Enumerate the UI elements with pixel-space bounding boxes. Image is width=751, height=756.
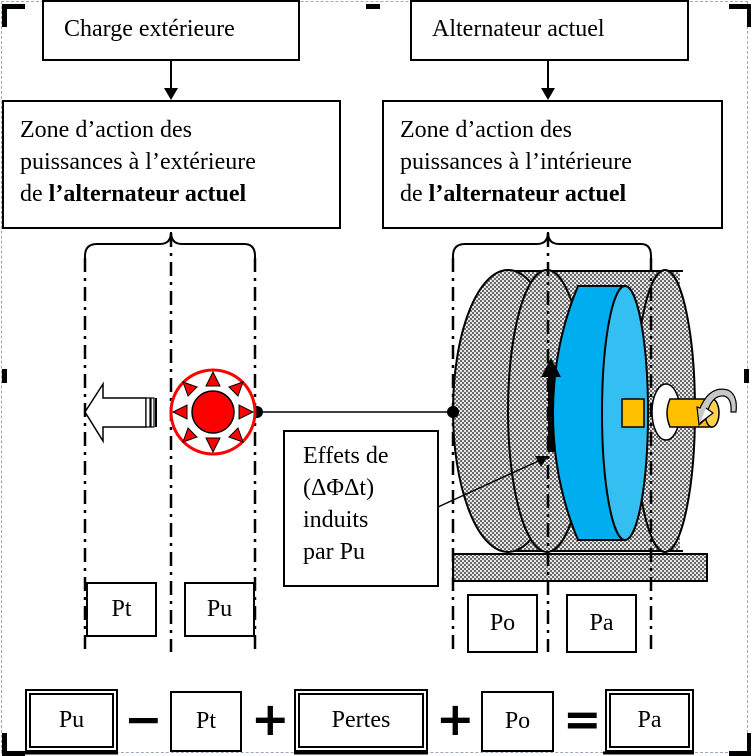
guide-lines-right <box>451 233 653 652</box>
equation-operator-plus-1: + <box>251 692 290 746</box>
corner-handle-bottom-left[interactable] <box>2 733 25 756</box>
alternator-icon <box>452 269 737 582</box>
equation-operator-equals: = <box>563 692 602 746</box>
lamp-sun-icon <box>169 368 257 456</box>
brace-right <box>452 231 652 265</box>
side-handle-left[interactable] <box>2 369 7 383</box>
equation-term-pertes: Pertes <box>294 689 428 752</box>
pt-label: Pt <box>111 596 132 622</box>
equation-term-po: Po <box>481 691 554 752</box>
zone-ext-line3-bold: l’alternateur actuel <box>48 181 247 207</box>
equation-term-pt-label: Pt <box>195 708 216 734</box>
pt-box: Pt <box>86 582 157 637</box>
effets-line3: induits <box>303 507 369 533</box>
effets-line4: par Pu <box>303 539 365 565</box>
equation-term-pt: Pt <box>170 691 242 752</box>
pa-label: Pa <box>589 610 614 636</box>
pa-box: Pa <box>566 594 637 653</box>
po-box: Po <box>467 594 538 653</box>
corner-handle-top-right[interactable] <box>729 4 751 27</box>
effets-pointer <box>437 457 546 508</box>
equation-term-pu-label: Pu <box>58 707 85 733</box>
arrow-alternateur-to-zone <box>541 59 555 100</box>
zone-ext-line1: Zone d’action des <box>20 117 192 143</box>
equation-operator-plus-2: + <box>436 692 475 746</box>
corner-handle-top-left[interactable] <box>2 4 25 27</box>
guide-lines-left <box>83 233 257 652</box>
alternateur-actuel-box: Alternateur actuel <box>410 0 689 61</box>
zone-interieure-box: Zone d’action des puissances à l’intérie… <box>382 100 723 229</box>
connection-node-right <box>447 406 459 418</box>
pu-label: Pu <box>206 596 233 622</box>
effets-box: Effets de (ΔΦΔt) induits par Pu <box>283 430 439 587</box>
equation-operator-minus: − <box>124 692 163 746</box>
brace-left <box>84 231 256 265</box>
charge-exterieure-label: Charge extérieure <box>64 16 235 42</box>
charge-exterieure-box: Charge extérieure <box>42 0 300 61</box>
po-label: Po <box>489 610 516 636</box>
zone-int-line3-prefix: de <box>400 181 429 207</box>
side-handle-right[interactable] <box>744 369 749 383</box>
equation-term-pu: Pu <box>25 689 118 752</box>
effets-line2: (ΔΦΔt) <box>303 475 375 501</box>
pu-box: Pu <box>184 582 255 637</box>
effets-line1: Effets de <box>303 443 389 469</box>
zone-ext-line3-prefix: de <box>20 181 49 207</box>
equation-term-pa-label: Pa <box>637 707 662 733</box>
corner-handle-bottom-right[interactable] <box>729 733 751 756</box>
side-handle-top[interactable] <box>366 4 380 9</box>
zone-int-line1: Zone d’action des <box>400 117 572 143</box>
equation-term-po-label: Po <box>504 708 531 734</box>
equation-term-pertes-label: Pertes <box>331 707 391 733</box>
zone-int-line3-bold: l’alternateur actuel <box>428 181 627 207</box>
zone-ext-line2: puissances à l’extérieure <box>20 149 256 175</box>
equation-term-pa: Pa <box>605 689 694 752</box>
alternateur-actuel-label: Alternateur actuel <box>432 16 605 42</box>
zone-exterieure-box: Zone d’action des puissances à l’extérie… <box>2 100 341 229</box>
arrow-left-icon <box>84 381 157 444</box>
arrow-charge-to-zone <box>164 59 178 100</box>
zone-int-line2: puissances à l’intérieure <box>400 149 632 175</box>
